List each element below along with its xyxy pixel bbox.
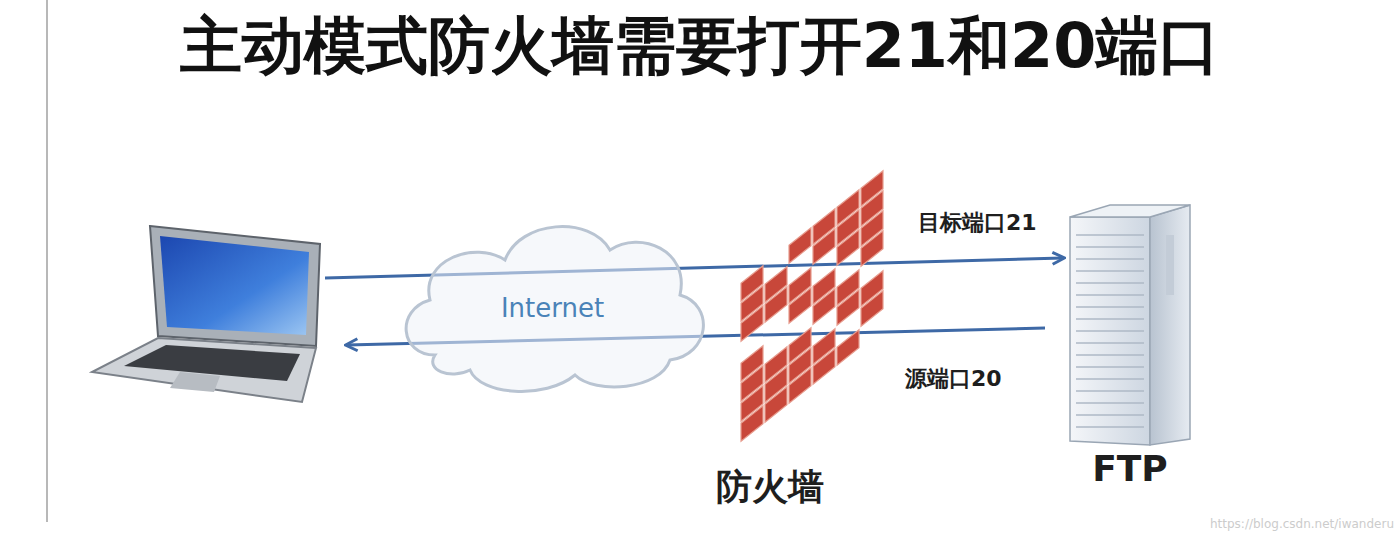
laptop-touchpad bbox=[170, 372, 220, 392]
server-bay bbox=[1076, 306, 1144, 308]
brick bbox=[837, 290, 859, 325]
brick bbox=[789, 368, 811, 403]
node-label: FTP bbox=[1070, 448, 1190, 489]
server-bay bbox=[1076, 234, 1144, 236]
brick bbox=[813, 349, 835, 384]
server-top bbox=[1070, 205, 1190, 217]
server-bay bbox=[1076, 366, 1144, 368]
server-bay bbox=[1076, 318, 1144, 320]
port-label: 目标端口21 bbox=[918, 208, 1037, 238]
brick bbox=[765, 387, 787, 422]
brick bbox=[741, 406, 763, 441]
brick bbox=[861, 231, 883, 266]
firewall: 防火墙 bbox=[700, 178, 900, 518]
brick bbox=[765, 287, 787, 322]
server-bay bbox=[1076, 354, 1144, 356]
brick bbox=[837, 330, 859, 365]
server-bay bbox=[1076, 258, 1144, 260]
server-side bbox=[1150, 205, 1190, 445]
server-bay bbox=[1076, 426, 1144, 428]
brick bbox=[789, 228, 811, 263]
server-front bbox=[1070, 217, 1150, 445]
page-rule bbox=[46, 0, 48, 522]
laptop-base bbox=[92, 338, 316, 402]
server-slot bbox=[1166, 235, 1174, 295]
laptop-lid bbox=[150, 226, 320, 346]
server-bay bbox=[1076, 330, 1144, 332]
watermark: https://blog.csdn.net/iwanderu bbox=[1210, 517, 1394, 531]
brick bbox=[789, 288, 811, 323]
brick bbox=[741, 306, 763, 341]
server-bay bbox=[1076, 414, 1144, 416]
brick bbox=[813, 289, 835, 324]
server-bay bbox=[1076, 378, 1144, 380]
brick bbox=[813, 229, 835, 264]
title: 主动模式防火墙需要打开21和20端口 bbox=[0, 4, 1400, 88]
laptop-screen bbox=[160, 236, 309, 335]
server-bay bbox=[1076, 342, 1144, 344]
brick bbox=[861, 291, 883, 326]
node-label: Internet bbox=[395, 293, 710, 323]
server-bay bbox=[1076, 294, 1144, 296]
port-label: 源端口20 bbox=[905, 364, 1002, 394]
server-bay bbox=[1076, 402, 1144, 404]
internet-cloud: Internet bbox=[395, 205, 710, 400]
server-bay bbox=[1076, 246, 1144, 248]
server-bay bbox=[1076, 270, 1144, 272]
server-bay bbox=[1076, 282, 1144, 284]
node-label: 防火墙 bbox=[700, 463, 840, 512]
ftp-server: FTP bbox=[1040, 195, 1220, 495]
server-bay bbox=[1076, 390, 1144, 392]
brick bbox=[837, 230, 859, 265]
laptop-icon bbox=[92, 226, 320, 402]
